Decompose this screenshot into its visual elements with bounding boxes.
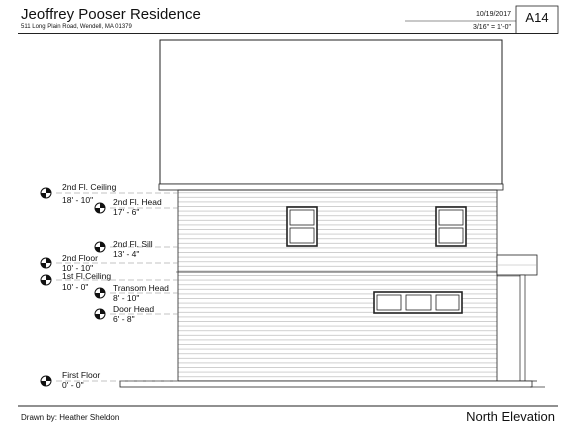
level-elevation: 0' - 0" [62, 380, 84, 390]
level-labels: 2nd Fl. Ceiling 18' - 10" 2nd Fl. Head 1… [62, 182, 169, 390]
level-elevation: 8' - 10" [113, 293, 139, 303]
level-elevation: 10' - 0" [62, 282, 88, 292]
sheet-number: A14 [525, 10, 549, 25]
title-block-lines [18, 5, 559, 407]
eave [158, 183, 504, 191]
foundation [119, 380, 545, 388]
level-name: 2nd Floor [62, 253, 98, 263]
drawing-scale: 3/16" = 1'-0" [472, 24, 511, 31]
sheet-date: 10/19/2017 [475, 11, 511, 18]
level-elevation: 6' - 8" [113, 314, 135, 324]
level-marker-1st-fl-ceiling [40, 274, 52, 286]
level-name: 2nd Fl. Head [113, 197, 162, 207]
level-name: Door Head [113, 304, 154, 314]
level-marker-2nd-fl-head [94, 202, 106, 214]
window-right [435, 206, 467, 247]
level-name: 2nd Fl. Ceiling [62, 182, 117, 192]
level-name: Transom Head [113, 283, 169, 293]
level-marker-door-head [94, 308, 106, 320]
level-marker-transom-head [94, 287, 106, 299]
level-marker-first-floor [40, 375, 52, 387]
transom-windows [373, 291, 463, 314]
level-name: First Floor [62, 370, 100, 380]
level-elevation: 10' - 10" [62, 263, 93, 273]
level-name: 1st Fl.Ceiling [62, 271, 111, 281]
level-marker-2nd-fl-ceiling [40, 187, 52, 199]
level-marker-2nd-fl-sill [94, 241, 106, 253]
window-left [286, 206, 318, 247]
level-elevation: 18' - 10" [62, 195, 93, 205]
level-lines [56, 192, 178, 382]
side-porch [496, 254, 538, 382]
level-elevation: 13' - 4" [113, 249, 139, 259]
level-marker-2nd-floor [40, 257, 52, 269]
roof [159, 39, 503, 185]
level-elevation: 17' - 6" [113, 207, 139, 217]
project-address: 511 Long Plain Road, Wendell, MA 01379 [21, 24, 132, 30]
level-name: 2nd Fl. Sill [113, 239, 153, 249]
view-title: North Elevation [466, 409, 555, 424]
drawn-by: Drawn by: Heather Sheldon [21, 413, 120, 422]
project-title: Jeoffrey Pooser Residence [21, 6, 201, 23]
